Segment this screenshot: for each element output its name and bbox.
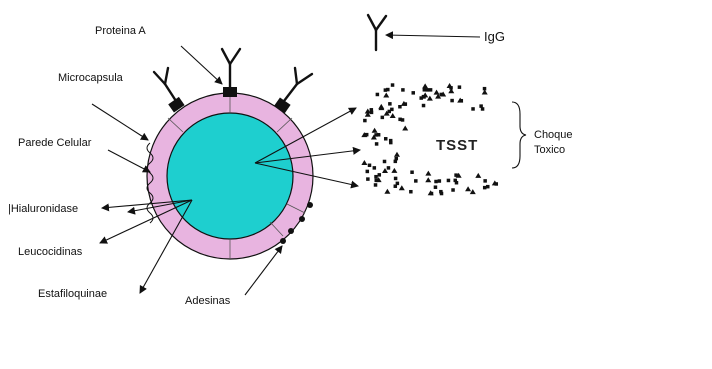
toxin-particle — [384, 189, 390, 194]
toxin-particle — [470, 189, 476, 194]
antibody-left-icon — [154, 68, 176, 101]
toxin-particle — [425, 177, 431, 182]
igg-legend-icon — [368, 15, 386, 50]
toxin-particle — [430, 192, 434, 196]
toxin-particle — [402, 126, 408, 131]
toxin-particle — [390, 113, 396, 118]
toxin-particle — [453, 179, 457, 183]
toxin-particle — [465, 186, 471, 191]
toxin-particle — [434, 90, 440, 95]
toxin-particle — [368, 164, 372, 168]
toxin-particle — [398, 105, 402, 109]
toxin-particle — [366, 170, 370, 174]
toxin-particle — [471, 107, 475, 111]
toxin-particle — [375, 179, 379, 183]
toxin-particle — [361, 160, 367, 165]
toxin-particle — [427, 96, 433, 101]
toxin-particle — [447, 179, 451, 183]
label-tsst: TSST — [436, 137, 478, 154]
label-adesinas: Adesinas — [185, 295, 231, 307]
toxin-particle — [374, 183, 378, 187]
toxin-particle — [376, 93, 380, 97]
toxin-particle — [401, 88, 405, 92]
toxin-particle — [365, 133, 369, 137]
igg-label: IgG — [484, 29, 505, 44]
toxin-particle — [482, 89, 488, 94]
label-parede-celular: Parede Celular — [18, 137, 92, 149]
label-microcapsula: Microcapsula — [58, 72, 124, 84]
choque-brace — [512, 102, 526, 168]
toxin-particle — [398, 118, 402, 122]
toxin-particle — [386, 88, 390, 92]
toxin-particle — [486, 185, 490, 189]
toxin-particle — [434, 185, 438, 189]
label-leucocidinas: Leucocidinas — [18, 246, 83, 258]
toxin-particle — [384, 137, 388, 141]
toxin-particle — [425, 171, 431, 176]
toxin-particle — [374, 133, 378, 137]
toxin-particle — [391, 168, 397, 173]
toxin-particle — [366, 177, 370, 181]
toxin-particle — [440, 192, 444, 196]
toxin-particle — [378, 173, 382, 177]
toxin-particle — [399, 185, 405, 190]
toxin-particle — [363, 119, 367, 123]
toxin-particle — [381, 116, 385, 120]
toxin-particle — [373, 166, 377, 170]
label-proteina-a: Proteina A — [95, 25, 146, 37]
toxin-particle — [479, 104, 483, 108]
toxin-particle — [412, 91, 416, 95]
toxin-particle — [372, 128, 378, 133]
toxin-particle — [389, 141, 393, 145]
toxin-particle — [370, 108, 374, 112]
toxin-particle — [448, 88, 454, 93]
toxin-particle — [458, 85, 462, 89]
label-estafiloquinae: Estafiloquinae — [38, 288, 107, 300]
toxin-particle — [410, 170, 414, 174]
toxin-particle — [422, 83, 428, 88]
toxin-particle — [383, 93, 389, 98]
toxin-particle — [475, 173, 481, 178]
toxin-particle — [387, 166, 391, 170]
label-hialuronidase: |Hialuronidase — [8, 203, 78, 215]
toxin-particle — [414, 179, 418, 183]
toxin-particle — [394, 184, 398, 188]
toxin-particle — [394, 177, 398, 181]
label-toxico: Toxico — [534, 144, 565, 156]
toxin-particle — [388, 102, 392, 106]
label-choque: Choque — [534, 129, 573, 141]
toxin-particle — [388, 110, 392, 114]
toxin-particle — [483, 186, 487, 190]
antibody-right-icon — [284, 68, 312, 101]
toxin-particle — [394, 152, 400, 157]
toxin-particle — [483, 179, 487, 183]
cytoplasm — [167, 113, 293, 239]
toxin-particle — [374, 175, 378, 179]
toxin-particle — [422, 104, 426, 108]
toxin-particle — [438, 179, 442, 183]
igg-arrow — [386, 35, 480, 37]
toxin-particle — [426, 88, 430, 92]
toxin-particle — [434, 180, 438, 184]
toxin-particle — [375, 142, 379, 146]
toxin-particle — [395, 157, 399, 161]
toxin-particle — [409, 190, 413, 194]
toxin-particle — [383, 160, 387, 164]
toxin-particle — [391, 83, 395, 87]
toxin-particle — [429, 88, 433, 92]
toxin-particle — [450, 99, 454, 103]
antibody-top-icon — [222, 49, 240, 88]
toxin-particle — [451, 188, 455, 192]
